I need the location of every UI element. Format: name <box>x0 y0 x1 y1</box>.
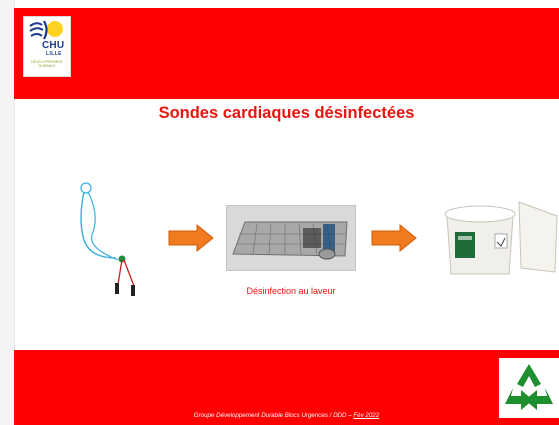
logo-chu-text: CHU <box>42 40 65 51</box>
disinfection-tray-icon <box>226 205 356 271</box>
arrow-right-icon <box>168 224 214 252</box>
bottom-red-band <box>14 350 559 425</box>
waste-bucket-icon <box>444 201 558 275</box>
logo-program-text: DÉVELOPPEMENT DURABLE <box>31 60 63 68</box>
chu-lille-logo: CHU LILLE DÉVELOPPEMENT DURABLE <box>23 16 71 77</box>
footer-text: Groupe Développement Durable Blocs Urgen… <box>14 412 559 419</box>
recycle-logo <box>499 358 559 418</box>
logo-figure-icon <box>29 20 63 40</box>
slide-title: Sondes cardiaques désinfectées <box>158 104 415 122</box>
recycle-icon <box>505 364 553 410</box>
top-red-band <box>14 8 559 99</box>
logo-lille-text: LILLE <box>46 51 62 57</box>
disinfection-caption: Désinfection au laveur <box>246 286 336 296</box>
arrow-right-icon <box>371 224 417 252</box>
cardiac-probe-icon <box>80 182 135 296</box>
left-margin <box>0 0 15 425</box>
footer-date: Fév 2022 <box>353 412 380 419</box>
footer-label: Groupe Développement Durable Blocs Urgen… <box>193 412 354 419</box>
